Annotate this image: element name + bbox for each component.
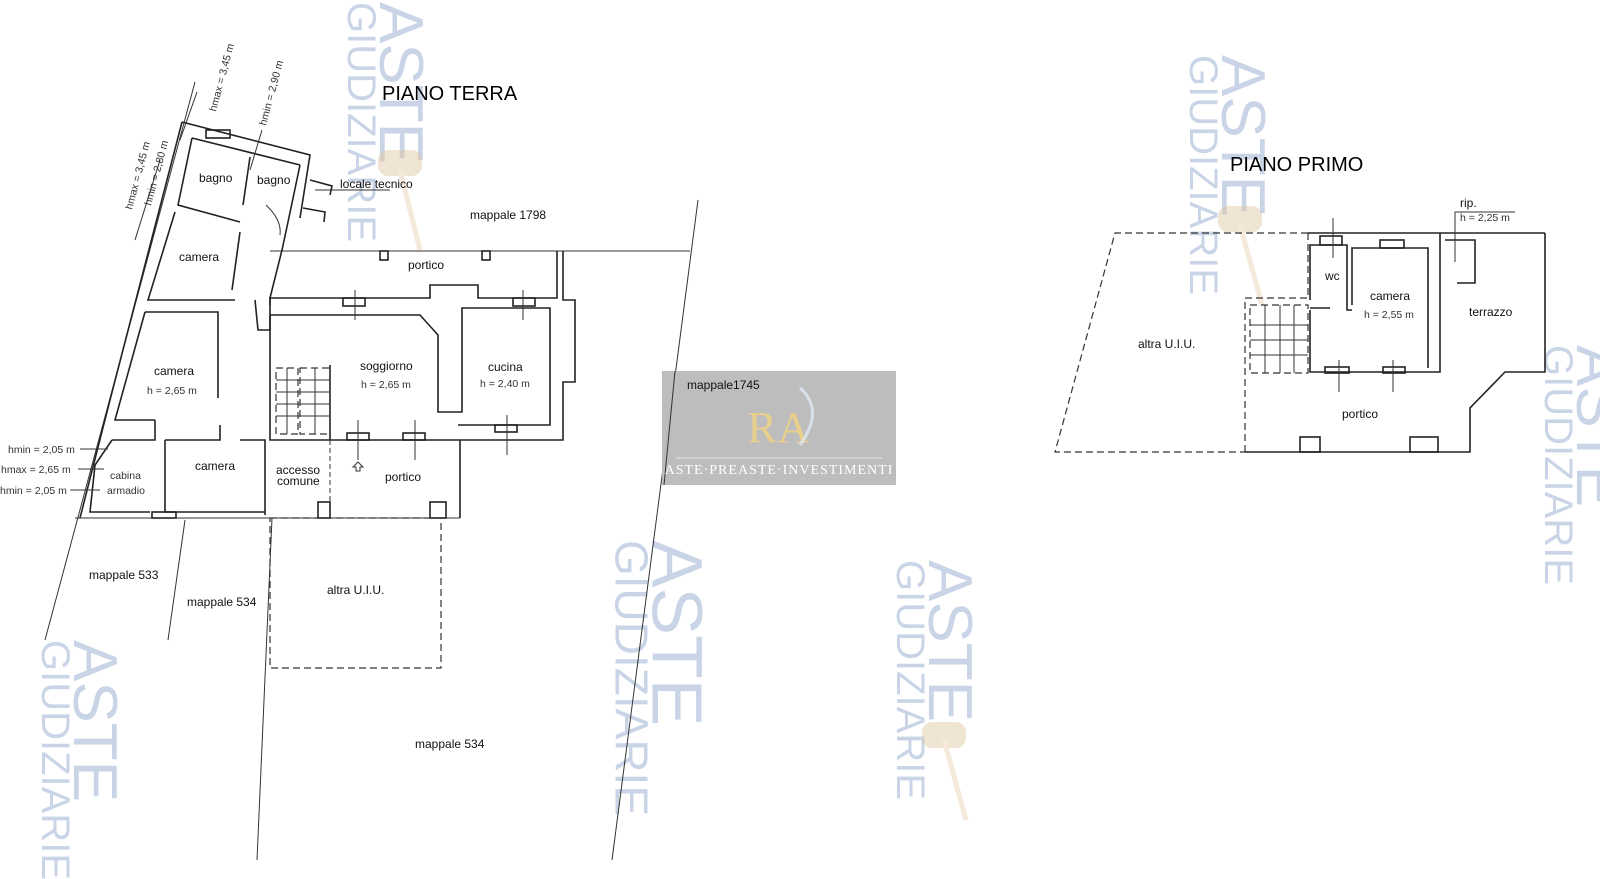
room-soggiorno: soggiorno xyxy=(360,359,413,373)
watermark-aste: ASTE xyxy=(1563,345,1600,507)
height-note: hmin = 2,90 m xyxy=(257,59,286,127)
room-wc: wc xyxy=(1324,269,1340,283)
watermark-giudiziarie: GIUDIZIARIE xyxy=(606,540,658,816)
room-accesso-comune: comune xyxy=(277,474,320,488)
room-height: h = 2,40 m xyxy=(480,378,530,390)
stairs xyxy=(275,367,331,435)
altra-uiu-label: altra U.I.U. xyxy=(1138,337,1195,351)
parcel-label: mappale1745 xyxy=(687,378,760,392)
room-camera: camera xyxy=(154,364,194,378)
room-camera: camera xyxy=(195,459,235,473)
piano-terra-title: PIANO TERRA xyxy=(382,83,518,105)
watermark-aste: ASTE xyxy=(366,2,435,164)
room-accesso-comune: accesso xyxy=(276,463,320,477)
aste-preaste-logo: RA ASTE·PREASTE·INVESTIMENTI mappale1745 xyxy=(662,370,896,486)
parcel-label: mappale 533 xyxy=(89,568,159,582)
piano-primo-title: PIANO PRIMO xyxy=(1230,154,1363,176)
gavel-icon xyxy=(378,150,1265,821)
watermark-giudiziarie: GIUDIZIARIE xyxy=(33,640,77,879)
height-note: hmax = 3,45 m xyxy=(207,42,237,113)
room-portico: portico xyxy=(385,470,421,484)
logo-text: ASTE·PREASTE·INVESTIMENTI xyxy=(665,463,894,478)
room-height: h = 2,65 m xyxy=(361,379,411,391)
room-height: h = 2,25 m xyxy=(1460,212,1510,224)
altra-uiu-label: altra U.I.U. xyxy=(327,583,384,597)
height-note: hmax = 2,65 m xyxy=(1,464,71,476)
room-bagno: bagno xyxy=(257,173,291,187)
height-note: hmin = 2,05 m xyxy=(0,485,67,497)
parcel-label: mappale 534 xyxy=(415,737,485,751)
height-note: hmin = 2,05 m xyxy=(8,444,75,456)
first-floor-walls xyxy=(1054,211,1546,453)
entrance-arrow-icon xyxy=(351,461,365,472)
room-locale-tecnico: locale tecnico xyxy=(340,177,413,191)
room-bagno: bagno xyxy=(199,171,233,185)
parcel-label: mappale 534 xyxy=(187,595,257,609)
watermark-giudiziarie: GIUDIZIARIE xyxy=(339,2,383,242)
room-cucina: cucina xyxy=(488,360,523,374)
watermark-giudiziarie: GIUDIZIARIE xyxy=(1536,345,1580,585)
room-cabina-armadio: cabina xyxy=(110,470,141,482)
first-floor-labels: PIANO PRIMO altra U.I.U. wc camera h = 2… xyxy=(1138,154,1513,421)
room-ripostiglio: rip. xyxy=(1460,196,1477,210)
room-height: h = 2,55 m xyxy=(1364,309,1414,321)
room-portico: portico xyxy=(408,258,444,272)
watermark-aste: ASTE xyxy=(915,560,984,722)
watermark-giudiziarie: GIUDIZIARIE xyxy=(1181,55,1225,295)
watermark-aste: ASTE xyxy=(60,640,129,802)
parcel-label: mappale 1798 xyxy=(470,208,546,222)
room-cabina-armadio: armadio xyxy=(107,485,145,497)
watermark-aste: ASTE xyxy=(1208,55,1277,217)
room-camera: camera xyxy=(179,250,219,264)
room-camera: camera xyxy=(1370,289,1410,303)
room-terrazzo: terrazzo xyxy=(1469,305,1513,319)
watermark-giudiziarie: GIUDIZIARIE xyxy=(888,560,932,800)
room-height: h = 2,65 m xyxy=(147,385,197,397)
room-portico: portico xyxy=(1342,407,1378,421)
ground-floor-walls xyxy=(70,91,576,669)
